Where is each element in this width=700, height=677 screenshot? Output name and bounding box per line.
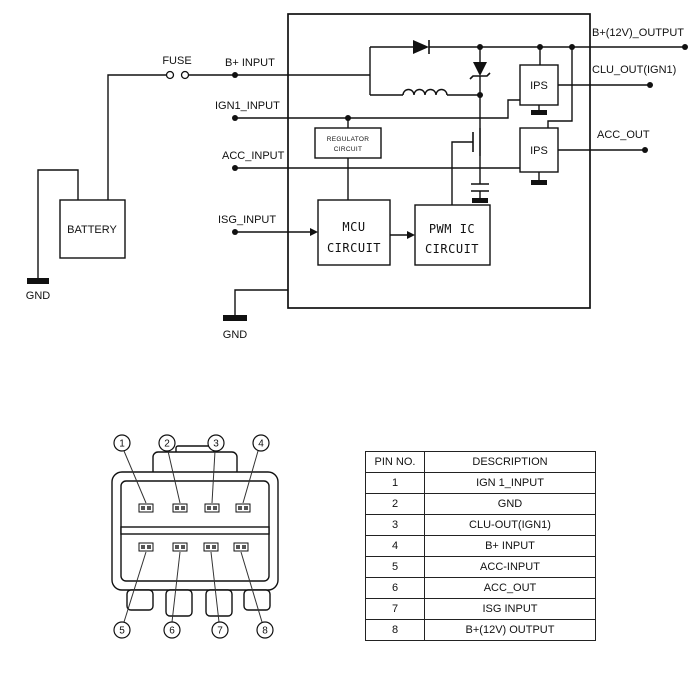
- pin-no-header: PIN NO.: [365, 451, 425, 473]
- junction-dots: [232, 44, 688, 235]
- regulator-label-line2: CIRCUIT: [334, 146, 362, 153]
- desc-cell: ACC-INPUT: [424, 556, 596, 578]
- pin-table-header-row: PIN NO. DESCRIPTION: [365, 451, 596, 473]
- pwm-label-line1: PWM IC: [429, 222, 475, 236]
- connector-housing: [111, 445, 279, 617]
- gnd-unit-label: GND: [223, 329, 248, 341]
- pin-cell: 7: [365, 598, 425, 620]
- inductor-icon: [402, 88, 448, 96]
- mcu-label-line2: CIRCUIT: [327, 241, 381, 255]
- pin-number-6: 6: [169, 626, 175, 637]
- table-row: 2 GND: [365, 493, 596, 515]
- desc-cell: ISG INPUT: [424, 598, 596, 620]
- regulator-circuit-block: [314, 127, 382, 159]
- ground-icon-battery: [27, 278, 49, 284]
- gnd-battery-label: GND: [26, 290, 51, 302]
- pin-number-5: 5: [119, 626, 125, 637]
- desc-cell: B+ INPUT: [424, 535, 596, 557]
- isg-arrowhead-icon: [310, 228, 318, 236]
- pin-circle-2: [158, 434, 176, 452]
- pin-cell: 5: [365, 556, 425, 578]
- acc-output-label: ACC_OUT: [597, 129, 650, 141]
- ips1-label: IPS: [530, 80, 548, 92]
- desc-cell: IGN 1_INPUT: [424, 472, 596, 494]
- pin-cell: 4: [365, 535, 425, 557]
- pin-number-circles: 1 2 3 4 5 6 7 8: [113, 434, 274, 639]
- mcu-circuit-block: [317, 199, 391, 266]
- regulator-label-line1: REGULATOR: [327, 136, 370, 143]
- table-row: 3 CLU-OUT(IGN1): [365, 514, 596, 536]
- capacitor-icon: [471, 183, 489, 192]
- diode-icon: [413, 40, 430, 54]
- zener-diode-icon: [469, 62, 491, 80]
- connector-diagram: 1 2 3 4 5 6 7 8: [111, 434, 279, 639]
- b12v-output-label: B+(12V)_OUTPUT: [592, 27, 684, 39]
- pin-circle-3: [207, 434, 225, 452]
- pwm-label-line2: CIRCUIT: [425, 242, 479, 256]
- table-row: 6 ACC_OUT: [365, 577, 596, 599]
- ips2-label: IPS: [530, 145, 548, 157]
- wires: [37, 46, 685, 315]
- mcu-label-line1: MCU: [342, 220, 365, 234]
- pin-number-1: 1: [119, 439, 125, 450]
- table-row: 7 ISG INPUT: [365, 598, 596, 620]
- table-row: 1 IGN 1_INPUT: [365, 472, 596, 494]
- mcu-pwm-arrowhead-icon: [407, 231, 415, 239]
- ground-icon-pwm: [472, 198, 488, 203]
- pin-circle-5: [113, 621, 131, 639]
- ign1-input-label: IGN1_INPUT: [215, 100, 280, 112]
- pin-circle-6: [163, 621, 181, 639]
- pin-table: PIN NO. DESCRIPTION 1 IGN 1_INPUT 2 GND …: [365, 451, 596, 641]
- pin-number-3: 3: [213, 439, 219, 450]
- transistor-icon: [472, 128, 481, 156]
- desc-cell: ACC_OUT: [424, 577, 596, 599]
- main-unit-box: [287, 13, 591, 309]
- pin-cell: 3: [365, 514, 425, 536]
- connector-leader-lines: [123, 450, 263, 623]
- description-header: DESCRIPTION: [424, 451, 596, 473]
- pin-circle-7: [211, 621, 229, 639]
- ground-icon-ips2: [531, 180, 547, 185]
- pin-circle-1: [113, 434, 131, 452]
- ground-icon-unit: [223, 315, 247, 321]
- pin-number-8: 8: [262, 626, 268, 637]
- table-row: 4 B+ INPUT: [365, 535, 596, 557]
- pin-circle-4: [252, 434, 270, 452]
- isg-input-label: ISG_INPUT: [218, 214, 276, 226]
- ground-icon-ips1: [531, 110, 547, 115]
- desc-cell: CLU-OUT(IGN1): [424, 514, 596, 536]
- fuse-icon: [165, 70, 190, 80]
- fuse-label: FUSE: [162, 55, 191, 67]
- pin-cell: 6: [365, 577, 425, 599]
- circuit-diagram: BATTERY: [26, 13, 688, 341]
- pin-number-7: 7: [217, 626, 223, 637]
- desc-cell: B+(12V) OUTPUT: [424, 619, 596, 641]
- connector-pins: [138, 503, 251, 552]
- table-row: 5 ACC-INPUT: [365, 556, 596, 578]
- battery-box: [59, 199, 126, 259]
- pin-number-2: 2: [164, 439, 170, 450]
- b-plus-input-label: B+ INPUT: [225, 57, 275, 69]
- table-row: 8 B+(12V) OUTPUT: [365, 619, 596, 641]
- clu-output-label: CLU_OUT(IGN1): [592, 64, 676, 76]
- ips1-block: [519, 64, 559, 106]
- desc-cell: GND: [424, 493, 596, 515]
- pin-cell: 1: [365, 472, 425, 494]
- pwm-ic-circuit-block: [414, 204, 491, 266]
- ips2-block: [519, 127, 559, 173]
- acc-input-label: ACC_INPUT: [222, 150, 285, 162]
- pin-cell: 2: [365, 493, 425, 515]
- pin-cell: 8: [365, 619, 425, 641]
- pin-circle-8: [256, 621, 274, 639]
- pin-number-4: 4: [258, 439, 264, 450]
- battery-label: BATTERY: [67, 224, 117, 236]
